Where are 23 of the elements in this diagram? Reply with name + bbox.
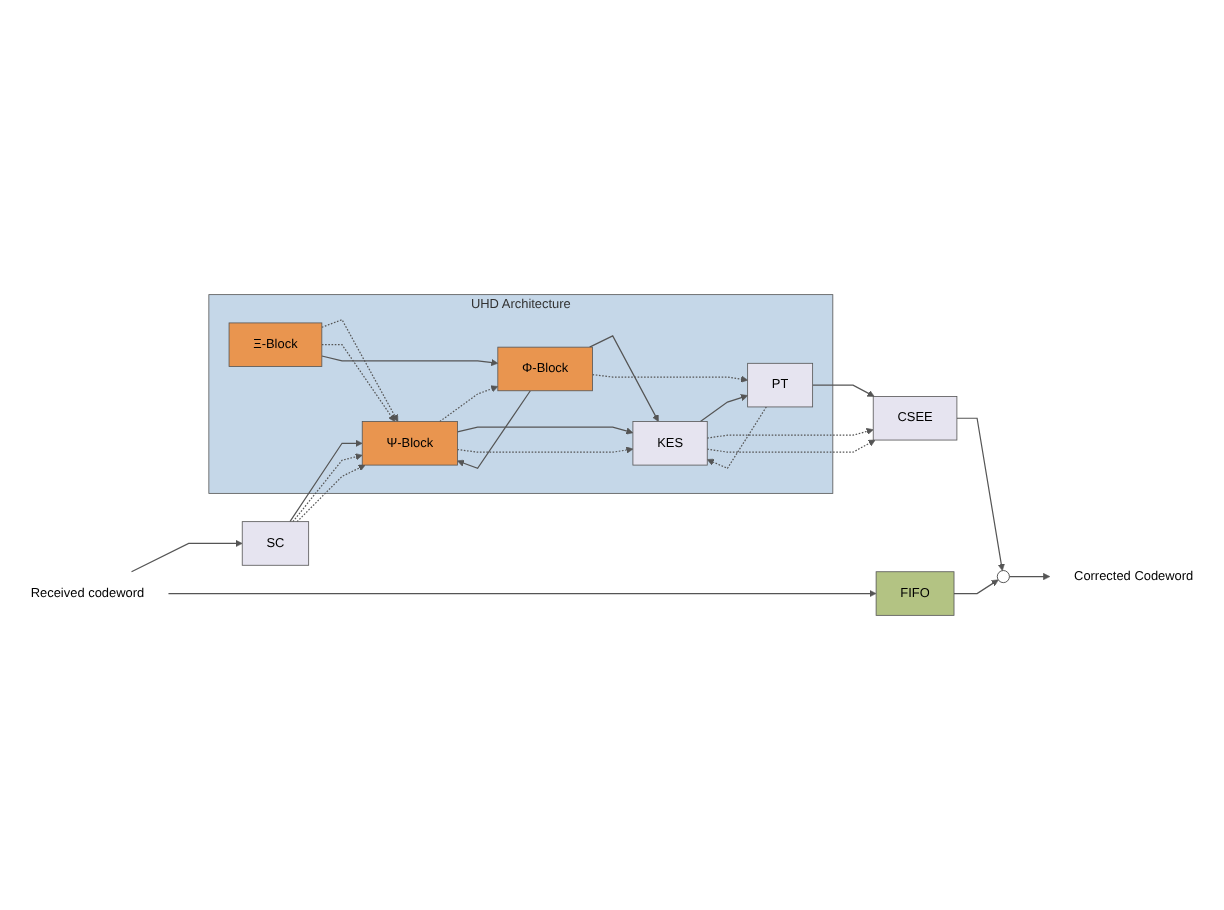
arrow (706, 427, 874, 439)
arrow (812, 384, 875, 397)
arrow (589, 335, 659, 422)
arrow (953, 579, 999, 595)
arrow (296, 464, 366, 523)
arrow (439, 385, 499, 423)
arrow (289, 439, 363, 523)
arrow (321, 344, 396, 422)
node-circle (996, 570, 1010, 584)
arrow (456, 446, 634, 454)
arrow (956, 417, 1005, 571)
arrow (456, 426, 634, 435)
arrow (706, 406, 767, 470)
arrow (706, 439, 876, 453)
arrow (292, 453, 363, 523)
arrow (1008, 573, 1051, 581)
arrow (699, 394, 748, 423)
arrow (167, 590, 877, 598)
arrow (321, 355, 499, 367)
arrow (591, 374, 748, 383)
arrow (321, 318, 399, 422)
arrow (130, 539, 243, 573)
arrow (457, 390, 531, 470)
